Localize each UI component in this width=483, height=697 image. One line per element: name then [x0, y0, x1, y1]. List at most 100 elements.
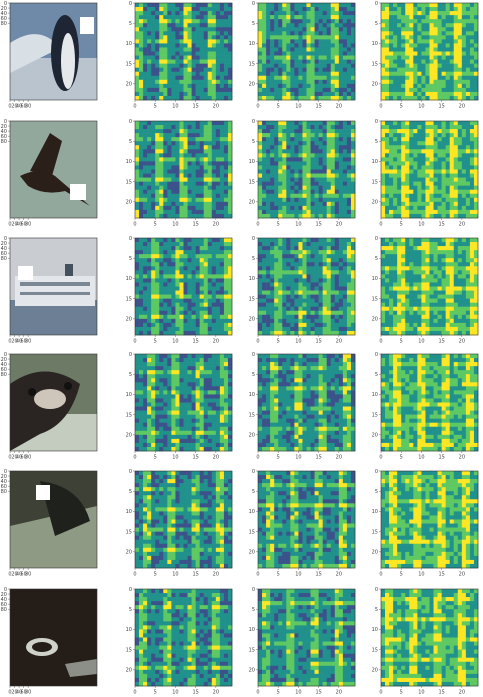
- heatmap-cell: [167, 51, 172, 56]
- heatmap-cell: [326, 149, 332, 154]
- heatmap-cell: [310, 79, 315, 85]
- heatmap-cell: [187, 197, 192, 203]
- heatmap-cell: [187, 121, 192, 126]
- heatmap-cell: [179, 314, 184, 320]
- heatmap-cell: [322, 258, 328, 263]
- heatmap-cell: [342, 95, 348, 101]
- heatmap-cell: [441, 133, 446, 138]
- heatmap-cell: [262, 250, 267, 255]
- heatmap-cell: [286, 91, 291, 97]
- heatmap-cell: [278, 3, 283, 8]
- heatmap-cell: [258, 209, 263, 215]
- heatmap-cell: [207, 35, 213, 40]
- heatmap-cell: [322, 133, 328, 138]
- heatmap-cell: [171, 205, 176, 211]
- heatmap-cell: [139, 298, 144, 303]
- heatmap-cell: [227, 326, 233, 332]
- heatmap-cell: [437, 173, 442, 178]
- heatmap-cell: [389, 11, 394, 16]
- heatmap-cell: [401, 43, 406, 48]
- heatmap-cell: [183, 71, 188, 77]
- heatmap-cell: [318, 286, 323, 291]
- heatmap-cell: [441, 83, 446, 89]
- heatmap-cell: [290, 15, 295, 20]
- heatmap-cell: [433, 129, 438, 134]
- heatmap-cell: [195, 137, 200, 142]
- heatmap-cell: [449, 133, 455, 138]
- heatmap-cell: [282, 67, 287, 73]
- heatmap-cell: [199, 177, 205, 182]
- heatmap-cell: [318, 242, 323, 247]
- heatmap-cell: [183, 137, 188, 142]
- heatmap-cell: [381, 51, 386, 56]
- heatmap-cell: [151, 67, 156, 73]
- heatmap-cell: [350, 3, 356, 8]
- heatmap-cell: [191, 201, 196, 207]
- heatmap-cell: [159, 39, 164, 44]
- heatmap-cell: [258, 153, 263, 158]
- heatmap-cell: [266, 173, 271, 178]
- heatmap-cell: [318, 43, 323, 48]
- heatmap-cell: [143, 258, 148, 263]
- heatmap-cell: [346, 169, 352, 174]
- heatmap-cell: [183, 330, 188, 336]
- heatmap-cell: [203, 153, 209, 158]
- heatmap-cell: [191, 47, 196, 52]
- heatmap-cell: [397, 270, 402, 275]
- heatmap-cell: [350, 31, 356, 36]
- heatmap-cell: [302, 294, 307, 299]
- heatmap-cell: [306, 246, 311, 251]
- x-tick-label: 0: [133, 104, 136, 110]
- heatmap-cell: [183, 270, 188, 275]
- heatmap-cell: [393, 242, 398, 247]
- heatmap-cell: [409, 213, 414, 219]
- heatmap-cell: [421, 274, 426, 279]
- heatmap-cell: [282, 149, 287, 154]
- heatmap-cell: [433, 83, 438, 89]
- heatmap-cell: [167, 129, 172, 134]
- heatmap-cell: [294, 59, 299, 64]
- heatmap-cell: [322, 189, 328, 195]
- heatmap-cell: [167, 59, 172, 64]
- heatmap-cell: [282, 31, 287, 36]
- heatmap-cell: [425, 19, 430, 24]
- y-tick-label: 40: [1, 11, 7, 17]
- heatmap-cell: [278, 330, 283, 336]
- heatmap-cell: [389, 266, 394, 271]
- heatmap-cell: [449, 173, 455, 178]
- heatmap-cell: [334, 157, 340, 162]
- heatmap-cell: [306, 87, 311, 93]
- heatmap-cell: [278, 161, 283, 166]
- heatmap-cell: [401, 59, 406, 64]
- heatmap-cell: [199, 306, 205, 312]
- heatmap-cell: [286, 209, 291, 215]
- heatmap-cell: [258, 67, 263, 73]
- heatmap-cell: [318, 185, 323, 191]
- heatmap-cell: [346, 3, 352, 8]
- heatmap-cell: [461, 246, 467, 251]
- heatmap-cell: [215, 87, 221, 93]
- heatmap-cell: [159, 310, 164, 316]
- heatmap-cell: [286, 75, 291, 81]
- y-tick-label: 15: [372, 61, 378, 67]
- heatmap-cell: [167, 79, 172, 85]
- heatmap-cell: [183, 254, 188, 259]
- heatmap-cell: [294, 31, 299, 36]
- heatmap-cell: [397, 59, 402, 64]
- heatmap-cell: [326, 330, 332, 336]
- heatmap-cell: [457, 278, 463, 283]
- heatmap-cell: [290, 314, 295, 320]
- y-tick-label: 0: [375, 119, 378, 125]
- heatmap-cell: [397, 157, 402, 162]
- heatmap-cell: [147, 55, 152, 60]
- heatmap-cell: [445, 47, 451, 52]
- heatmap-cell: [461, 238, 467, 243]
- heatmap-cell: [350, 129, 356, 134]
- heatmap-cell: [445, 197, 451, 203]
- heatmap-cell: [167, 270, 172, 275]
- heatmap-cell: [306, 71, 311, 77]
- heatmap-cell: [461, 51, 467, 56]
- heatmap-cell: [258, 39, 263, 44]
- heatmap-cell: [429, 205, 434, 211]
- heatmap-cell: [405, 3, 410, 8]
